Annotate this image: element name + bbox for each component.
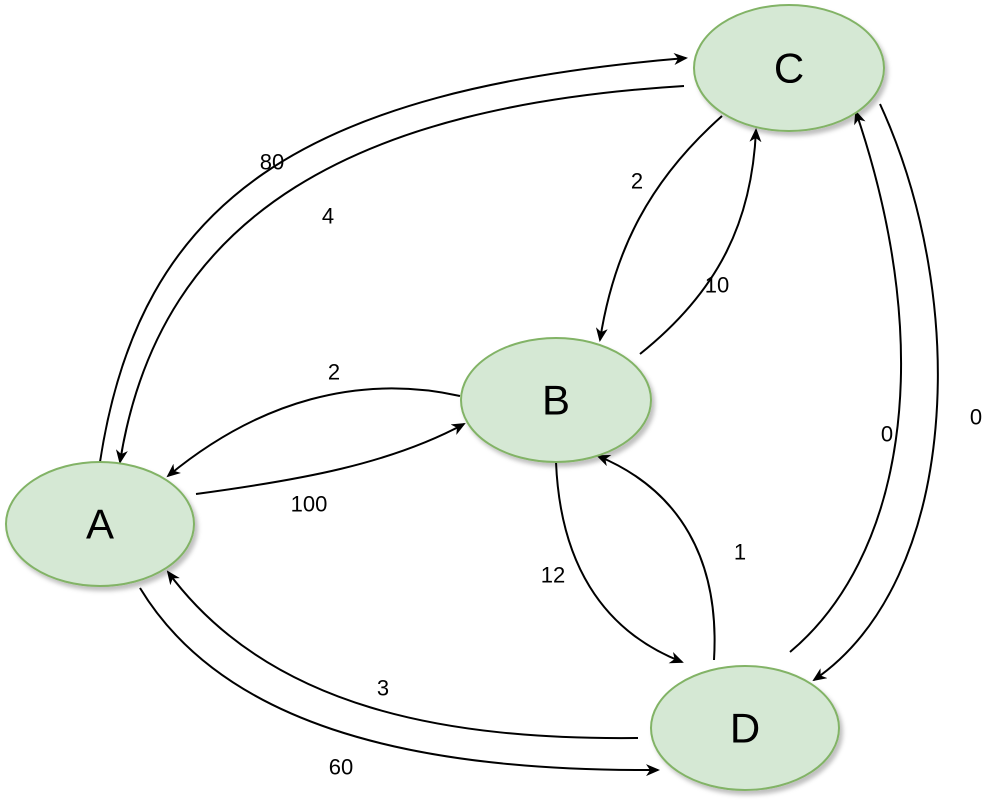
edge-d-to-b-line[interactable] [596, 455, 716, 661]
edge-b-to-c[interactable]: 10 [639, 128, 762, 355]
edge-b-to-a[interactable]: 2 [166, 360, 461, 478]
edge-b-to-a-label: 2 [328, 360, 340, 385]
edge-b-to-d-line[interactable] [555, 461, 684, 664]
node-b-shape[interactable] [460, 337, 652, 463]
edge-b-to-a-line[interactable] [166, 387, 461, 478]
edge-b-to-d-label: 12 [541, 563, 565, 588]
node-d-shape[interactable] [650, 665, 840, 791]
edge-d-to-b-label: 1 [734, 540, 746, 565]
edge-d-to-a-line[interactable] [166, 570, 639, 740]
edge-c-to-b-line[interactable] [595, 115, 723, 342]
edge-d-to-a[interactable]: 3 [166, 570, 639, 740]
edge-c-to-d[interactable]: 0 [812, 103, 982, 682]
edge-a-to-d-line[interactable] [139, 587, 660, 777]
node-b[interactable]: B [460, 337, 652, 463]
edge-a-to-c[interactable]: 80 [99, 53, 688, 463]
edge-c-to-d-line[interactable] [812, 103, 939, 682]
edge-c-to-b[interactable]: 2 [595, 115, 723, 342]
edge-d-to-a-label: 3 [377, 676, 389, 701]
edge-c-to-a-label: 4 [322, 204, 334, 229]
edge-c-to-a-line[interactable] [115, 85, 685, 464]
edge-d-to-b[interactable]: 1 [596, 455, 746, 661]
edge-c-to-a[interactable]: 4 [115, 85, 685, 464]
node-c-label: C [774, 45, 804, 92]
edge-c-to-d-label: 0 [970, 405, 982, 430]
edge-a-to-b[interactable]: 100 [195, 423, 466, 517]
edge-d-to-c-line[interactable] [789, 110, 903, 653]
edge-b-to-d[interactable]: 12 [541, 461, 684, 664]
edges-layer: 80 4 2 10 2 100 [99, 53, 982, 780]
edge-d-to-c-label: 0 [881, 422, 893, 447]
edge-b-to-c-label: 10 [705, 273, 729, 298]
edge-a-to-d[interactable]: 60 [139, 587, 660, 780]
edge-a-to-b-line[interactable] [195, 423, 466, 495]
edge-a-to-d-label: 60 [329, 755, 353, 780]
edge-c-to-b-label: 2 [631, 169, 643, 194]
edge-a-to-c-line[interactable] [99, 53, 688, 463]
node-b-label: B [542, 377, 570, 424]
edge-a-to-b-label: 100 [291, 492, 328, 517]
edge-a-to-c-label: 80 [260, 150, 284, 175]
node-a-shape[interactable] [5, 461, 195, 587]
edge-d-to-c[interactable]: 0 [789, 110, 903, 653]
node-c[interactable]: C [693, 4, 885, 132]
node-a[interactable]: A [5, 461, 195, 587]
nodes-layer: A B C D [5, 4, 885, 791]
edge-b-to-c-line[interactable] [639, 128, 762, 355]
node-d-label: D [730, 705, 760, 752]
node-a-label: A [86, 501, 114, 548]
node-c-shape[interactable] [693, 4, 885, 132]
node-d[interactable]: D [650, 665, 840, 791]
